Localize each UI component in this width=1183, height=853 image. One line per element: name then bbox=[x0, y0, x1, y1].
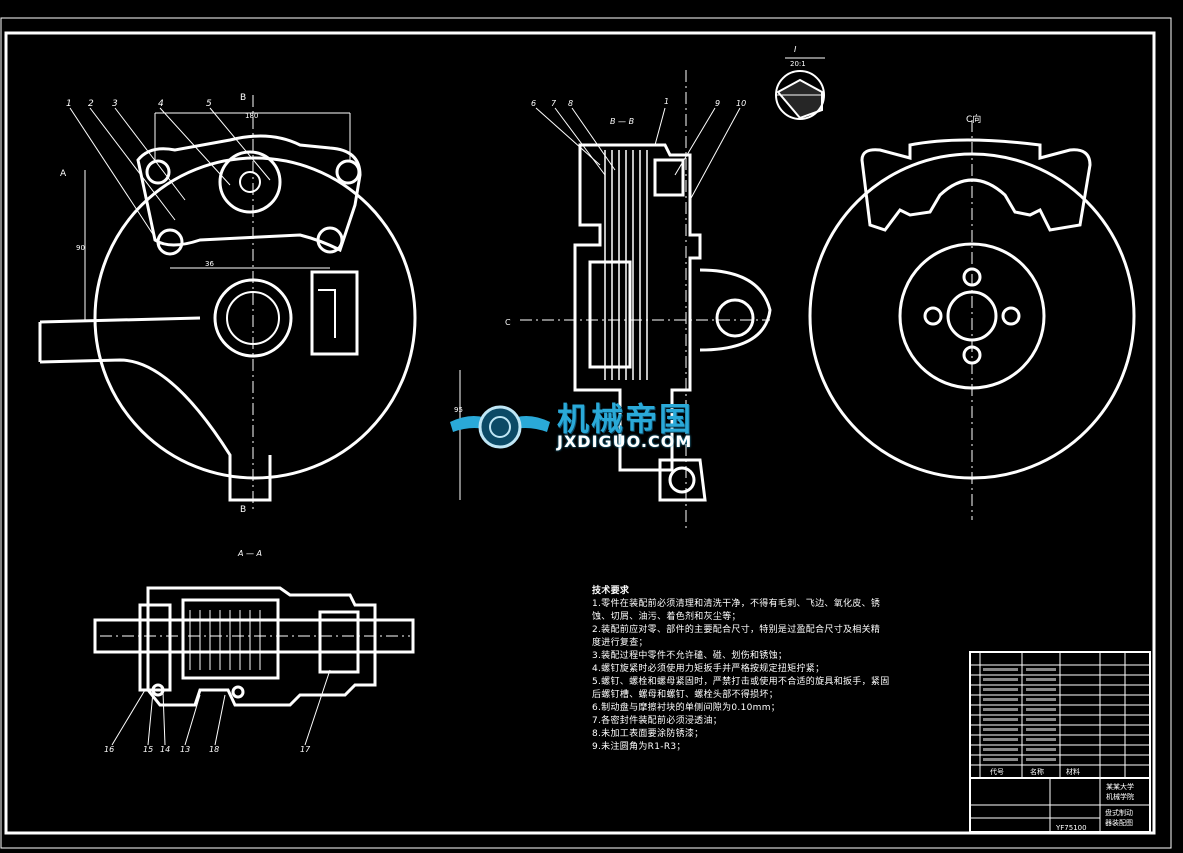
tech-note-line: 4.螺钉旋紧时必须使用力矩扳手并严格按规定扭矩拧紧； bbox=[592, 664, 825, 674]
section-aa-hatching bbox=[100, 610, 410, 746]
section-aa-view bbox=[93, 586, 415, 707]
technical-requirements: 技术要求 1.零件在装配前必须清理和清洗干净，不得有毛刺、飞边、氧化皮、锈 蚀、… bbox=[592, 585, 892, 754]
c-view bbox=[808, 120, 1136, 520]
inner-frame bbox=[4, 31, 1156, 835]
tb-header-code: 代号 bbox=[990, 767, 1004, 776]
part-no-10: 10 bbox=[736, 99, 746, 108]
tech-note-line: 蚀、切屑、油污、着色剂和灰尘等； bbox=[592, 612, 741, 622]
watermark-en: JXDIGUO.COM bbox=[557, 432, 693, 451]
tech-note-line: 9.未注圆角为R1-R3； bbox=[592, 742, 686, 752]
part-no-5: 5 bbox=[206, 99, 212, 109]
dim-90: 90 bbox=[76, 244, 85, 252]
label-c-arrow: C bbox=[505, 318, 511, 327]
part-no-18: 18 bbox=[209, 745, 219, 754]
tech-note-line: 7.各密封件装配前必须浸透油； bbox=[592, 716, 723, 726]
tech-note-line: 3.装配过程中零件不允许磕、碰、划伤和锈蚀； bbox=[592, 651, 788, 661]
tb-header-material: 材料 bbox=[1066, 767, 1080, 776]
detail-i-view bbox=[775, 57, 825, 120]
tb-school-2: 机械学院 bbox=[1106, 792, 1134, 801]
gear-wings-icon bbox=[450, 405, 550, 449]
part-no-3: 3 bbox=[112, 99, 118, 109]
part-no-7: 7 bbox=[551, 99, 557, 108]
tech-note-line: 度进行复查； bbox=[592, 638, 648, 648]
tech-notes-title: 技术要求 bbox=[592, 586, 630, 596]
front-view-dimensions bbox=[69, 95, 461, 510]
part-no-14: 14 bbox=[160, 745, 170, 754]
tb-title-1: 盘式制动 bbox=[1105, 808, 1133, 817]
section-aa-title: A — A bbox=[237, 549, 262, 558]
tech-note-line: 后螺钉槽、螺母和螺钉、螺栓头部不得损坏； bbox=[592, 690, 779, 700]
tb-header-name: 名称 bbox=[1030, 767, 1044, 776]
tb-school-1: 某某大学 bbox=[1106, 782, 1134, 791]
part-no-13: 13 bbox=[180, 745, 190, 754]
part-no-1b: 1 bbox=[664, 97, 669, 106]
dim-95: 95 bbox=[454, 406, 463, 414]
part-no-17: 17 bbox=[300, 745, 311, 754]
section-bb-view bbox=[573, 143, 772, 502]
part-no-1: 1 bbox=[66, 99, 72, 109]
part-no-16: 16 bbox=[104, 745, 114, 754]
tech-note-line: 8.未加工表面要涂防锈漆； bbox=[592, 729, 704, 739]
dim-36: 36 bbox=[205, 260, 214, 268]
section-bb-hatching bbox=[520, 70, 770, 530]
dim-180: 180 bbox=[245, 112, 258, 120]
watermark-cn: 机械帝国 bbox=[557, 400, 694, 438]
section-bb-title: B — B bbox=[610, 117, 634, 126]
label-b-bottom: B bbox=[240, 505, 246, 515]
part-no-15: 15 bbox=[143, 745, 153, 754]
part-no-4: 4 bbox=[158, 99, 164, 109]
part-no-6: 6 bbox=[531, 99, 536, 108]
label-a-left: A bbox=[60, 169, 67, 179]
watermark-logo: 机械帝国 JXDIGUO.COM bbox=[445, 392, 740, 462]
view-c-title: C向 bbox=[966, 113, 981, 125]
tb-title-2: 器装配图 bbox=[1105, 818, 1133, 827]
outer-frame bbox=[0, 17, 1172, 849]
tech-note-line: 6.制动盘与摩擦衬块的单侧间隙为0.10mm； bbox=[592, 703, 781, 713]
label-b-top: B bbox=[240, 93, 246, 103]
part-no-8: 8 bbox=[568, 99, 573, 108]
tech-note-line: 2.装配前应对零、部件的主要配合尺寸，特别是过盈配合尺寸及相关精 bbox=[592, 625, 881, 635]
detail-scale: 20:1 bbox=[790, 60, 806, 68]
tb-drawing-number: YF75100 bbox=[1055, 824, 1087, 832]
parts-list-rows bbox=[983, 668, 1056, 761]
front-view bbox=[38, 134, 417, 502]
title-block bbox=[969, 651, 1151, 833]
part-no-2: 2 bbox=[88, 99, 94, 109]
part-no-9: 9 bbox=[715, 99, 720, 108]
tech-note-line: 1.零件在装配前必须清理和清洗干净，不得有毛刺、飞边、氧化皮、锈 bbox=[592, 599, 881, 609]
detail-id: I bbox=[794, 45, 797, 54]
tech-note-line: 5.螺钉、螺栓和螺母紧固时，严禁打击或使用不合适的旋具和扳手，紧固 bbox=[592, 677, 890, 687]
